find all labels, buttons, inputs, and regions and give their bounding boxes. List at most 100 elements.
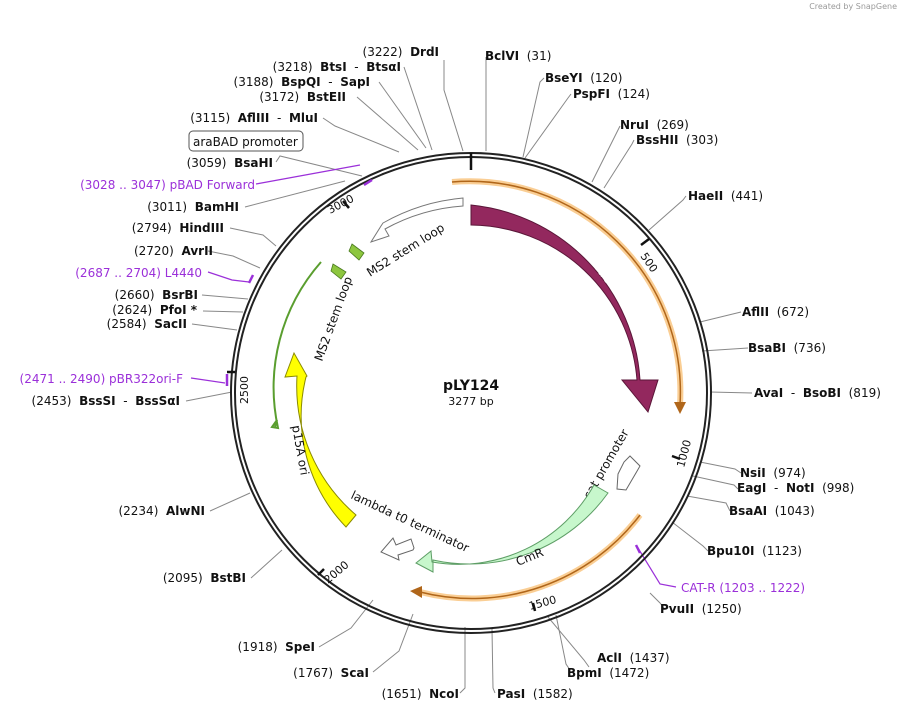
site-position: (672) (769, 305, 809, 319)
site-pvuii: PvuII (1250) (660, 602, 742, 616)
site-position: (1472) (602, 666, 650, 680)
tick-2000: 2000 (322, 558, 352, 586)
site-enzyme-name: AvaI (754, 386, 783, 400)
site-enzyme-name: MluI (289, 111, 318, 125)
primer-marks (225, 178, 642, 554)
site-position: (303) (678, 133, 718, 147)
site-haeii: HaeII (441) (688, 189, 763, 203)
site-enzyme-name: AflIII (238, 111, 270, 125)
feature-p15a-ori (284, 351, 357, 528)
tick-2500: 2500 (238, 376, 251, 404)
site-bclvi: BclVI (31) (485, 49, 551, 63)
site-position: (1651) (382, 687, 430, 701)
site-bsshii: BssHII (303) (636, 133, 718, 147)
site-bamhi: (3011) BamHI (147, 200, 239, 214)
site-enzyme-name: AclI (597, 651, 622, 665)
site-position: (974) (766, 466, 806, 480)
site-enzyme-name: NcoI (429, 687, 459, 701)
site-position: - (347, 60, 367, 74)
site-position: (1767) (293, 666, 341, 680)
site-position: (3222) (363, 45, 411, 59)
feature-lambda-t0 (380, 537, 415, 561)
orf-arrow-arac (674, 402, 686, 414)
site-enzyme-name: BsrBI (162, 288, 198, 302)
site-enzyme-name: BstBI (210, 571, 246, 585)
site-enzyme-name: AvrII (181, 244, 213, 258)
site-position: (1582) (525, 687, 573, 701)
site-enzyme-name: SpeI (285, 640, 315, 654)
site-afliii: (3115) AflIII - MluI (190, 111, 318, 125)
site-enzyme-name: HaeII (688, 189, 723, 203)
site-pfoi: (2624) PfoI * (112, 303, 197, 317)
site-position: (2624) (112, 303, 160, 317)
site-eagi: EagI - NotI (998) (737, 481, 854, 495)
site-enzyme-name: BpmI (567, 666, 602, 680)
site-bsabi: BsaBI (736) (748, 341, 826, 355)
site-position: (3115) (190, 111, 238, 125)
site-enzyme-name: PfoI * (160, 303, 198, 317)
site-enzyme-name: BtsαI (366, 60, 401, 74)
site-bstbi: (2095) BstBI (163, 571, 246, 585)
arabad-promoter-box (188, 130, 304, 152)
feature-cat-promoter (616, 455, 641, 491)
site-connectors (185, 57, 753, 694)
site-enzyme-name: AflII (742, 305, 769, 319)
site-enzyme-name: AlwNI (166, 504, 205, 518)
site-acli: AclI (1437) (597, 651, 670, 665)
site-enzyme-name: BspQI (281, 75, 321, 89)
site-bspqi: (3188) BspQI - SapI (234, 75, 370, 89)
site-enzyme-name: BssSαI (135, 394, 180, 408)
site-position: (1043) (767, 504, 815, 518)
site-enzyme-name: BsoBI (803, 386, 841, 400)
primer-pbad-forward: (3028 .. 3047) pBAD Forward (80, 178, 255, 192)
site-enzyme-name: SacII (154, 317, 187, 331)
site-position: (1437) (622, 651, 670, 665)
site-position: (819) (841, 386, 881, 400)
site-enzyme-name: BstEII (307, 90, 346, 104)
site-enzyme-name: BssHII (636, 133, 678, 147)
site-position: (31) (519, 49, 551, 63)
site-nsii: NsiI (974) (740, 466, 806, 480)
site-position: (2234) (118, 504, 166, 518)
feature-ms2-arrow-a (330, 263, 347, 280)
feature-label-cmr: CmR (514, 545, 546, 569)
site-bsaai: BsaAI (1043) (729, 504, 815, 518)
site-scai: (1767) ScaI (293, 666, 369, 680)
site-labels: (3222) DrdI (3218) BtsI - BtsαI (3188) B… (32, 45, 881, 701)
site-enzyme-name: PvuII (660, 602, 694, 616)
site-position: (120) (583, 71, 623, 85)
site-enzyme-name: BsaBI (748, 341, 786, 355)
site-position: (269) (649, 118, 689, 132)
site-alwni: (2234) AlwNI (118, 504, 205, 518)
site-position: (2584) (107, 317, 155, 331)
site-position: (3059) (187, 156, 235, 170)
site-position: - (321, 75, 341, 89)
site-spei: (1918) SpeI (238, 640, 315, 654)
site-sacii: (2584) SacII (107, 317, 187, 331)
site-position: - (116, 394, 136, 408)
site-bsrbi: (2660) BsrBI (115, 288, 198, 302)
site-enzyme-name: EagI (737, 481, 766, 495)
plasmid-name: pLY124 (443, 378, 499, 394)
primer-cat-r: CAT-R (1203 .. 1222) (681, 581, 805, 595)
site-position: (1250) (694, 602, 742, 616)
site-position: (3011) (147, 200, 195, 214)
site-enzyme-name: Bpu10I (707, 544, 754, 558)
site-enzyme-name: PasI (497, 687, 525, 701)
site-position: (2453) (32, 394, 80, 408)
arabad-promoter-label: araBAD promoter (193, 135, 298, 149)
primer-connectors (190, 164, 677, 588)
site-position: (3188) (234, 75, 282, 89)
snapgene-credit: Created by SnapGene (809, 2, 897, 11)
site-enzyme-name: BseYI (545, 71, 583, 85)
site-enzyme-name: PspFI (573, 87, 610, 101)
feature-arabad-promoter (369, 197, 464, 243)
site-bpmi: BpmI (1472) (567, 666, 649, 680)
primer-labels: (3028 .. 3047) pBAD Forward (2687 .. 270… (20, 178, 806, 595)
site-enzyme-name: BamHI (195, 200, 239, 214)
site-enzyme-name: SapI (340, 75, 370, 89)
feature-arac (470, 204, 659, 414)
site-position: (3172) (259, 90, 307, 104)
site-pasi: PasI (1582) (497, 687, 573, 701)
